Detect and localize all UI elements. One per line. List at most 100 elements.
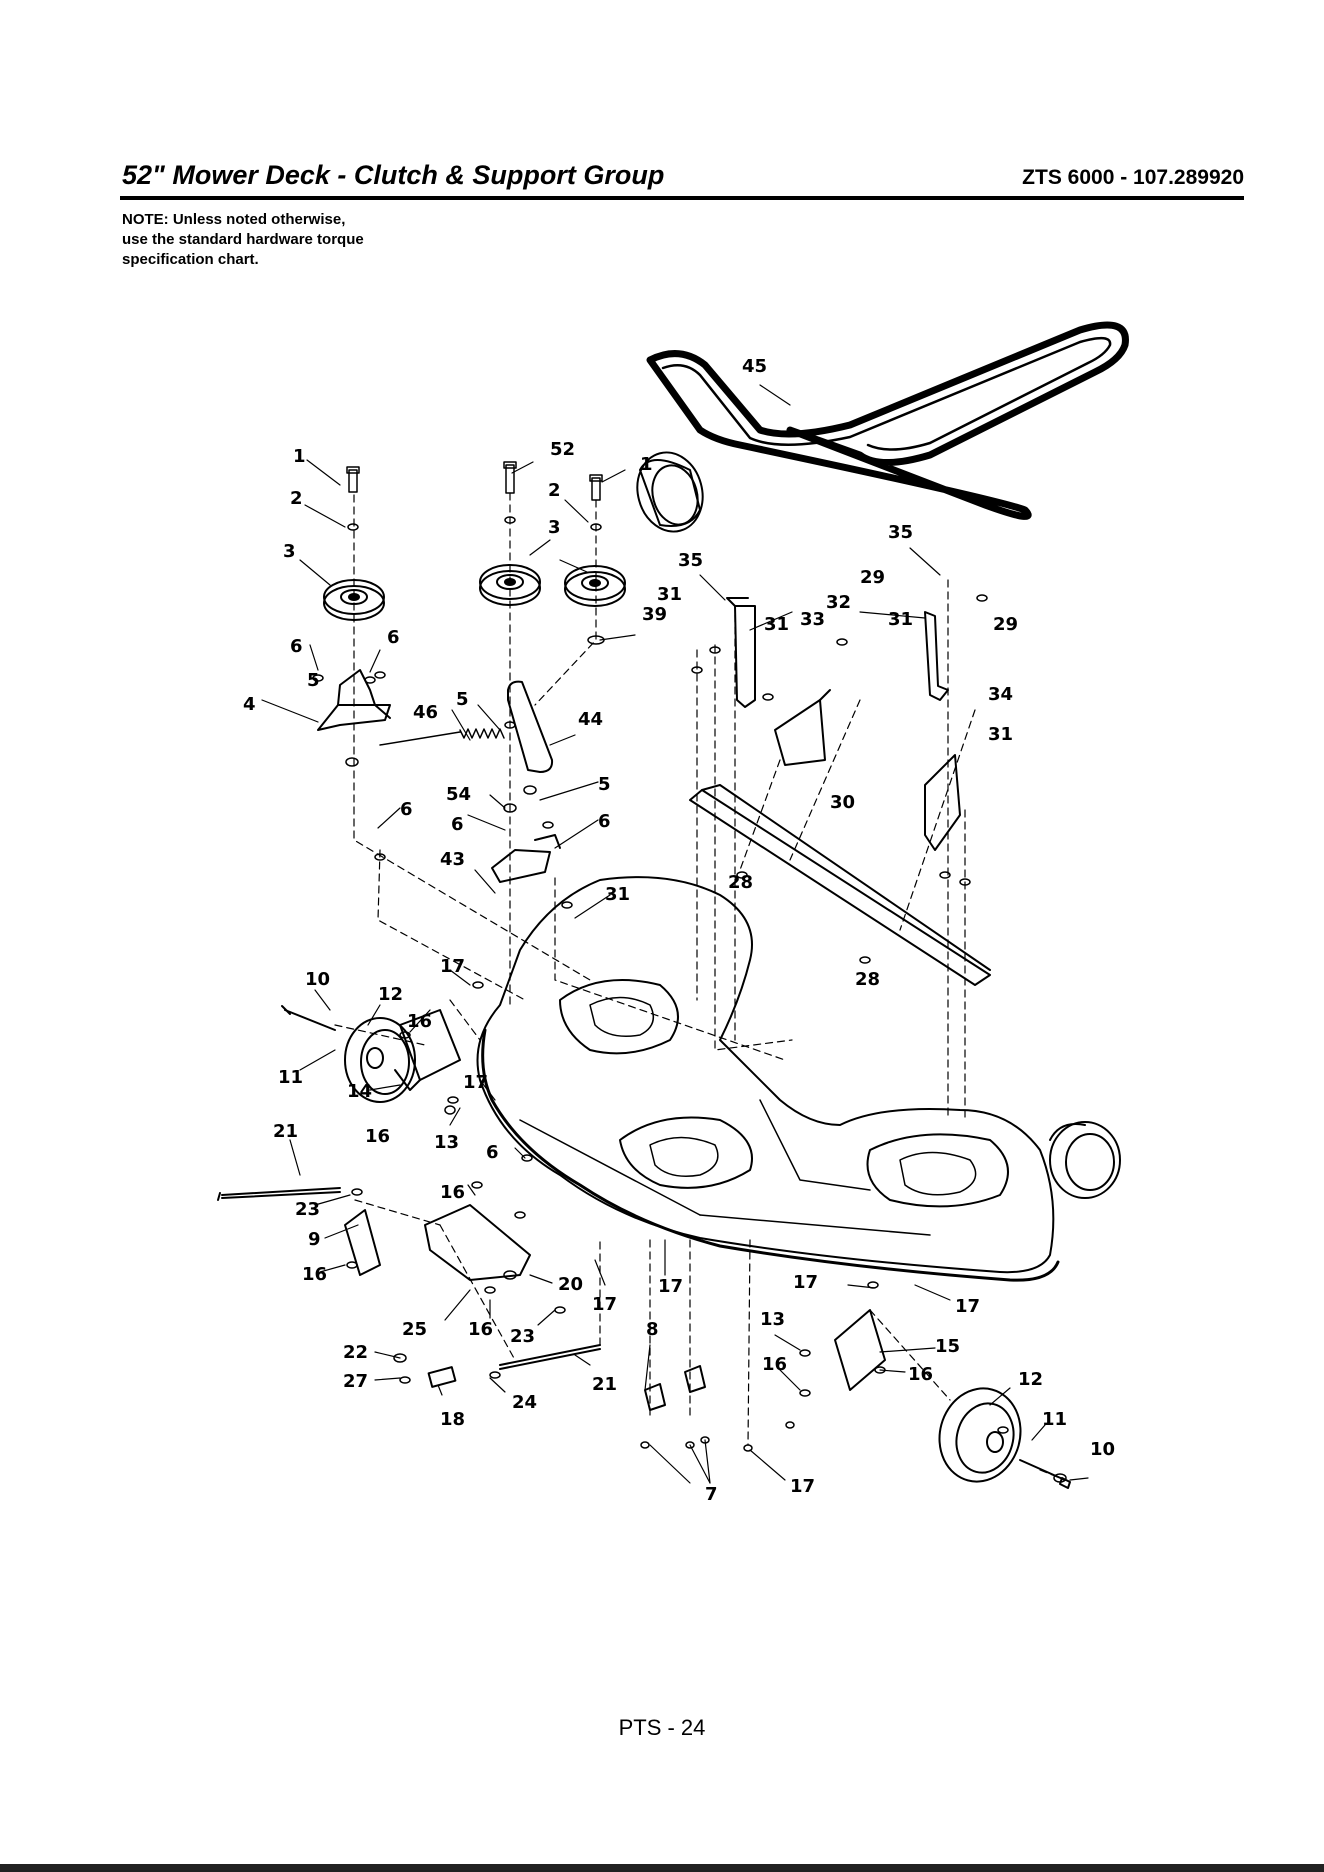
mower-deck-housing	[476, 876, 1060, 1282]
callout-20: 20	[558, 1274, 583, 1295]
callout-17: 17	[440, 956, 465, 977]
wheel-bracket-right	[834, 1309, 886, 1391]
callout-24: 24	[512, 1392, 537, 1413]
scan-edge-bar	[0, 1864, 1324, 1872]
callout-6: 6	[451, 814, 464, 835]
callout-7: 7	[705, 1484, 718, 1505]
note-line: specification chart.	[122, 251, 259, 268]
idler-pulley-right	[564, 565, 626, 607]
callout-6: 6	[486, 1142, 499, 1163]
gauge-wheel-top	[636, 451, 704, 533]
callout-16: 16	[365, 1126, 390, 1147]
callout-13: 13	[434, 1132, 459, 1153]
hanger-plates-8	[644, 1365, 706, 1411]
torque-note: NOTE: Unless noted otherwise, use the st…	[122, 210, 364, 270]
callout-3: 3	[548, 517, 561, 538]
callout-29: 29	[993, 614, 1018, 635]
lift-rod-21-lower	[499, 1344, 601, 1370]
callout-45: 45	[742, 356, 767, 377]
callout-16: 16	[407, 1011, 432, 1032]
lift-bracket-9	[344, 1209, 381, 1276]
page-number: PTS - 24	[618, 1715, 706, 1740]
callout-3: 3	[283, 541, 296, 562]
callout-28: 28	[855, 969, 880, 990]
callout-31: 31	[988, 724, 1013, 745]
callout-18: 18	[440, 1409, 465, 1430]
callout-32: 32	[826, 592, 851, 613]
note-line: NOTE: Unless noted otherwise,	[122, 211, 346, 228]
callout-17: 17	[592, 1294, 617, 1315]
callout-31: 31	[605, 884, 630, 905]
callout-35: 35	[888, 522, 913, 543]
gauge-wheel-right-deck	[1049, 1121, 1121, 1199]
callout-15: 15	[935, 1336, 960, 1357]
callout-30: 30	[830, 792, 855, 813]
callout-5: 5	[307, 670, 320, 691]
callout-8: 8	[646, 1319, 659, 1340]
gauge-wheel-left	[344, 1017, 416, 1103]
callout-25: 25	[402, 1319, 427, 1340]
page-title: 52" Mower Deck - Clutch & Support Group	[122, 160, 665, 190]
callout-35: 35	[678, 550, 703, 571]
callout-52: 52	[550, 439, 575, 460]
callout-11: 11	[1042, 1409, 1067, 1430]
alignment-lines	[334, 492, 1061, 1479]
callout-11: 11	[278, 1067, 303, 1088]
callout-10: 10	[1090, 1439, 1115, 1460]
wheel-bracket-left	[394, 1009, 461, 1091]
callout-16: 16	[440, 1182, 465, 1203]
callout-2: 2	[290, 488, 303, 509]
callout-14: 14	[347, 1081, 372, 1102]
header-rule	[120, 196, 1244, 200]
callout-10: 10	[305, 969, 330, 990]
callout-17: 17	[790, 1476, 815, 1497]
callout-29: 29	[860, 567, 885, 588]
callout-1: 1	[640, 454, 653, 475]
callout-6: 6	[290, 636, 303, 657]
callout-12: 12	[1018, 1369, 1043, 1390]
pulley-bracket	[317, 669, 391, 731]
callout-16: 16	[302, 1264, 327, 1285]
callout-16: 16	[762, 1354, 787, 1375]
callout-28: 28	[728, 872, 753, 893]
callout-21: 21	[592, 1374, 617, 1395]
callout-4: 4	[243, 694, 256, 715]
callout-46: 46	[413, 702, 438, 723]
callout-54: 54	[446, 784, 471, 805]
callout-6: 6	[598, 811, 611, 832]
callout-1: 1	[293, 446, 306, 467]
hardware-nuts-bolts	[312, 594, 1067, 1483]
callout-43: 43	[440, 849, 465, 870]
belt-guide-bracket-right	[924, 611, 949, 701]
callout-9: 9	[308, 1229, 321, 1250]
note-line: use the standard hardware torque	[122, 231, 364, 248]
callout-21: 21	[273, 1121, 298, 1142]
callout-6: 6	[400, 799, 413, 820]
callout-33: 33	[800, 609, 825, 630]
callout-39: 39	[642, 604, 667, 625]
callout-6: 6	[387, 627, 400, 648]
callout-12: 12	[378, 984, 403, 1005]
callout-16: 16	[468, 1319, 493, 1340]
callout-34: 34	[988, 684, 1013, 705]
callout-5: 5	[598, 774, 611, 795]
callout-44: 44	[578, 709, 603, 730]
idler-arm	[507, 680, 554, 773]
support-bracket-33	[774, 689, 831, 766]
model-number: ZTS 6000 - 107.289920	[1022, 166, 1244, 189]
gauge-wheel-bottom-right	[938, 1387, 1022, 1483]
leader-lines	[261, 384, 1089, 1484]
shoulder-bolts	[346, 461, 605, 645]
callout-2: 2	[548, 480, 561, 501]
belt-guide-bracket-left	[726, 597, 756, 708]
callout-27: 27	[343, 1371, 368, 1392]
callout-labels: 1 2 3 52 1 2 3 45 35 35 39 32 29 31 33 3…	[243, 356, 1115, 1505]
callout-5: 5	[456, 689, 469, 710]
deck-hanger-plate	[424, 1204, 531, 1281]
callout-22: 22	[343, 1342, 368, 1363]
callout-17: 17	[955, 1296, 980, 1317]
adjuster-18	[427, 1366, 457, 1388]
tension-spring	[379, 728, 505, 746]
deck-support-bar	[689, 784, 991, 986]
